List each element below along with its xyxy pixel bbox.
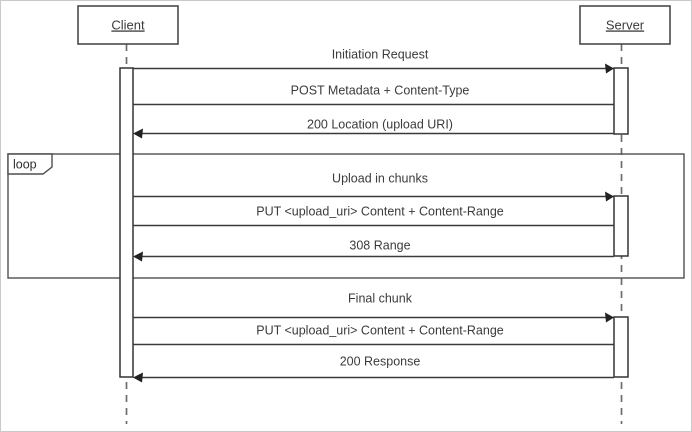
arrowhead-308-range [133, 251, 143, 262]
message-200-location: 200 Location (upload URI) [133, 117, 614, 139]
message-308-range: 308 Range [133, 238, 614, 262]
loop-fragment-border [7, 153, 685, 279]
participant-server[interactable]: Server [579, 5, 671, 45]
message-label-200-response: 200 Response [340, 354, 421, 368]
message-initiation-request: Initiation Request [133, 47, 614, 74]
message-post-metadata: POST Metadata + Content-Type [133, 83, 614, 106]
message-label-upload-in-chunks: Upload in chunks [332, 171, 428, 185]
participant-client-label: Client [111, 17, 145, 32]
message-label-initiation-request: Initiation Request [332, 47, 429, 61]
message-label-put-chunk: PUT <upload_uri> Content + Content-Range [256, 204, 504, 218]
loop-fragment-label: loop [13, 157, 37, 171]
participant-client[interactable]: Client [77, 5, 179, 45]
message-put-chunk: PUT <upload_uri> Content + Content-Range [133, 204, 614, 227]
arrowhead-upload-in-chunks [605, 191, 614, 202]
arrowhead-200-location [133, 128, 143, 139]
message-put-final-chunk: PUT <upload_uri> Content + Content-Range [133, 323, 614, 346]
message-label-post-metadata: POST Metadata + Content-Type [291, 83, 470, 97]
loop-fragment: loop [7, 153, 685, 279]
participant-server-box[interactable] [579, 5, 671, 45]
arrowhead-final-chunk [605, 312, 614, 323]
message-label-final-chunk: Final chunk [348, 291, 413, 305]
activation-server-chunk [613, 195, 629, 257]
message-upload-in-chunks: Upload in chunks [133, 171, 614, 202]
message-final-chunk: Final chunk [133, 291, 614, 323]
message-label-put-final-chunk: PUT <upload_uri> Content + Content-Range [256, 323, 504, 337]
message-label-200-location: 200 Location (upload URI) [307, 117, 453, 131]
activation-server-initiation [613, 67, 629, 135]
activation-client [119, 67, 134, 378]
message-label-308-range: 308 Range [349, 238, 410, 252]
message-200-response: 200 Response [133, 354, 614, 383]
activation-server-final [613, 316, 629, 378]
arrowhead-initiation-request [605, 63, 614, 74]
participant-server-label: Server [606, 17, 645, 32]
loop-fragment-tab [7, 153, 53, 175]
arrowhead-200-response [133, 372, 143, 383]
participant-client-box[interactable] [77, 5, 179, 45]
